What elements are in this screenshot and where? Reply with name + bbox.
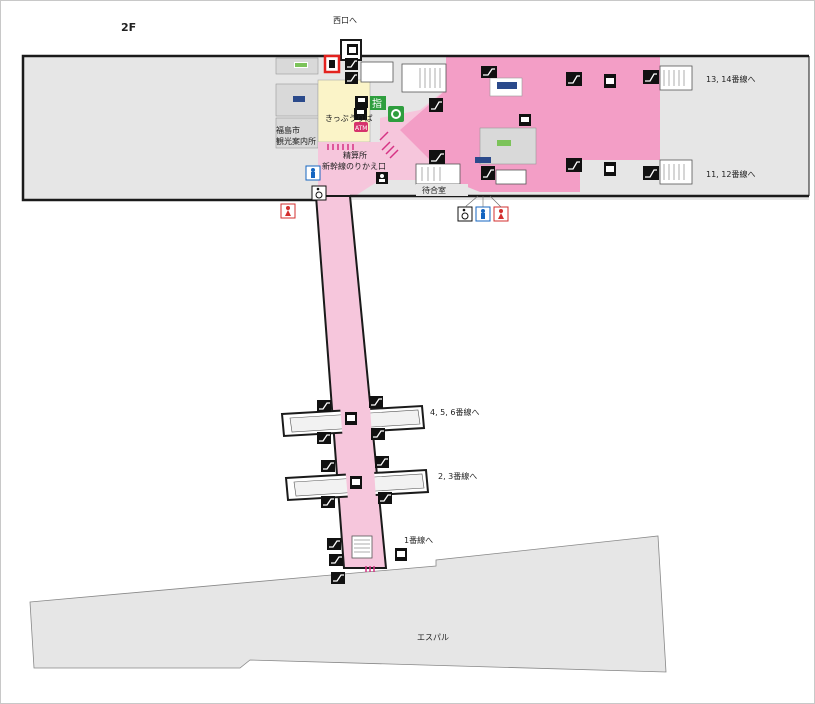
elevator-icon[interactable] xyxy=(350,476,362,489)
escalator-icon[interactable] xyxy=(321,460,335,472)
waiting-room[interactable] xyxy=(416,184,468,196)
elevator-icon[interactable] xyxy=(604,162,616,176)
escalator-icon[interactable] xyxy=(321,496,335,508)
track-13-14-label[interactable]: 13, 14番線へ xyxy=(706,74,755,84)
escalator-icon[interactable] xyxy=(331,572,345,584)
green-window-icon[interactable] xyxy=(388,106,404,122)
stairs-west-exit xyxy=(360,61,394,83)
toilet-female-icon[interactable] xyxy=(280,203,296,219)
escalator-icon[interactable] xyxy=(329,554,343,566)
escalator-icon[interactable] xyxy=(566,158,582,172)
svg-text:指: 指 xyxy=(372,97,382,110)
convenience-store-icon xyxy=(294,62,308,68)
escalator-icon[interactable] xyxy=(378,492,392,504)
stairs-13-14 xyxy=(659,65,693,91)
toilet-leader-lines xyxy=(464,195,502,208)
ticket-machine-icon[interactable] xyxy=(355,96,368,108)
tourist-office-label-2: 観光案内所 xyxy=(276,136,316,146)
toilet-male-icon[interactable] xyxy=(305,165,321,181)
shop-icon xyxy=(293,96,305,102)
stairs-west-upper xyxy=(401,63,447,93)
escalator-icon[interactable] xyxy=(345,72,358,84)
stairs-west-lower xyxy=(415,163,461,185)
ticket-machine-icon[interactable] xyxy=(354,108,367,120)
escalator-icon[interactable] xyxy=(643,166,659,180)
elevator-icon[interactable] xyxy=(395,548,407,561)
escalator-icon[interactable] xyxy=(481,166,495,180)
corridor-overlay xyxy=(340,406,376,500)
stairs-gate-lower xyxy=(495,169,527,185)
track-2-3-label[interactable]: 2, 3番線へ xyxy=(438,471,477,481)
escalator-icon[interactable] xyxy=(371,428,385,440)
floor-label: 2F xyxy=(121,21,136,34)
stairs-11-12 xyxy=(659,159,693,185)
escalator-icon[interactable] xyxy=(317,400,331,412)
tourist-office-label-1: 福島市 xyxy=(276,125,300,135)
track-4-5-6-label[interactable]: 4, 5, 6番線へ xyxy=(430,407,479,417)
wheelchair-icon[interactable] xyxy=(311,185,327,201)
espal-building[interactable] xyxy=(29,535,667,673)
toilet-female-icon[interactable] xyxy=(493,206,509,222)
coin-locker-icon[interactable] xyxy=(323,54,341,74)
shop-icon xyxy=(497,82,517,89)
wheelchair-icon[interactable] xyxy=(457,206,473,222)
elevator-icon[interactable] xyxy=(604,74,616,88)
stairs-espal xyxy=(351,535,373,559)
toilet-male-icon[interactable] xyxy=(475,206,491,222)
escalator-icon[interactable] xyxy=(345,58,358,70)
south-corridor xyxy=(314,195,388,569)
waiting-room-label: 待合室 xyxy=(422,185,446,195)
elevator-icon[interactable] xyxy=(345,412,357,425)
escalator-icon[interactable] xyxy=(643,70,659,84)
svg-text:ATM: ATM xyxy=(355,125,367,132)
coin-locker-icon[interactable] xyxy=(519,114,531,126)
track-11-12-label[interactable]: 11, 12番線へ xyxy=(706,169,755,179)
escalator-icon[interactable] xyxy=(566,72,582,86)
ticket-office-icon[interactable]: 指 xyxy=(370,96,386,110)
shop-icon xyxy=(475,157,491,163)
escalator-icon[interactable] xyxy=(429,150,445,164)
west-exit-label[interactable]: 西口へ xyxy=(333,16,357,25)
ticket-counter-label: きっぷうりば xyxy=(325,114,373,123)
fare-adjustment-label: 精算所 xyxy=(343,150,367,160)
escalator-icon[interactable] xyxy=(481,66,497,78)
elevator-icon[interactable] xyxy=(347,44,358,55)
espal-label[interactable]: エスパル xyxy=(417,633,449,642)
ticket-gates xyxy=(327,131,399,572)
convenience-store-icon xyxy=(497,140,511,146)
track-1-label[interactable]: 1番線へ xyxy=(404,535,433,545)
atm-icon[interactable]: ATM xyxy=(354,122,368,132)
escalator-icon[interactable] xyxy=(317,432,331,444)
escalator-icon[interactable] xyxy=(429,98,443,112)
escalator-icon[interactable] xyxy=(369,396,383,408)
shinkansen-transfer-label: 新幹線のりかえ口 xyxy=(322,161,386,171)
escalator-icon[interactable] xyxy=(375,456,389,468)
escalator-icon[interactable] xyxy=(327,538,341,550)
elevator-icon[interactable] xyxy=(376,172,388,184)
stairs-espal-hatch xyxy=(354,539,370,553)
